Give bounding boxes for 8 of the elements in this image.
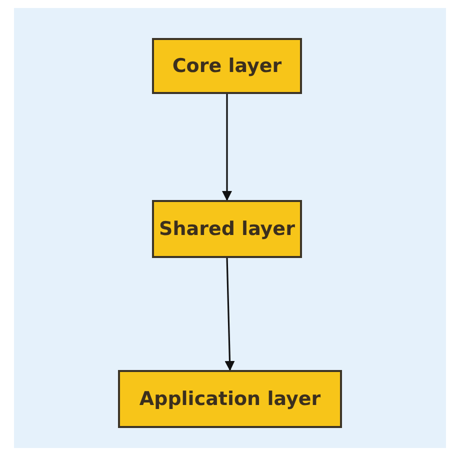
arrow: [222, 94, 232, 201]
layer-box: [118, 370, 342, 428]
layer-label: Application layer: [139, 388, 321, 410]
layer-box: [152, 38, 302, 94]
arrow: [224, 258, 235, 371]
layer-box: [152, 200, 302, 258]
layer-label: Shared layer: [159, 218, 295, 240]
layer-label: Core layer: [172, 55, 282, 77]
